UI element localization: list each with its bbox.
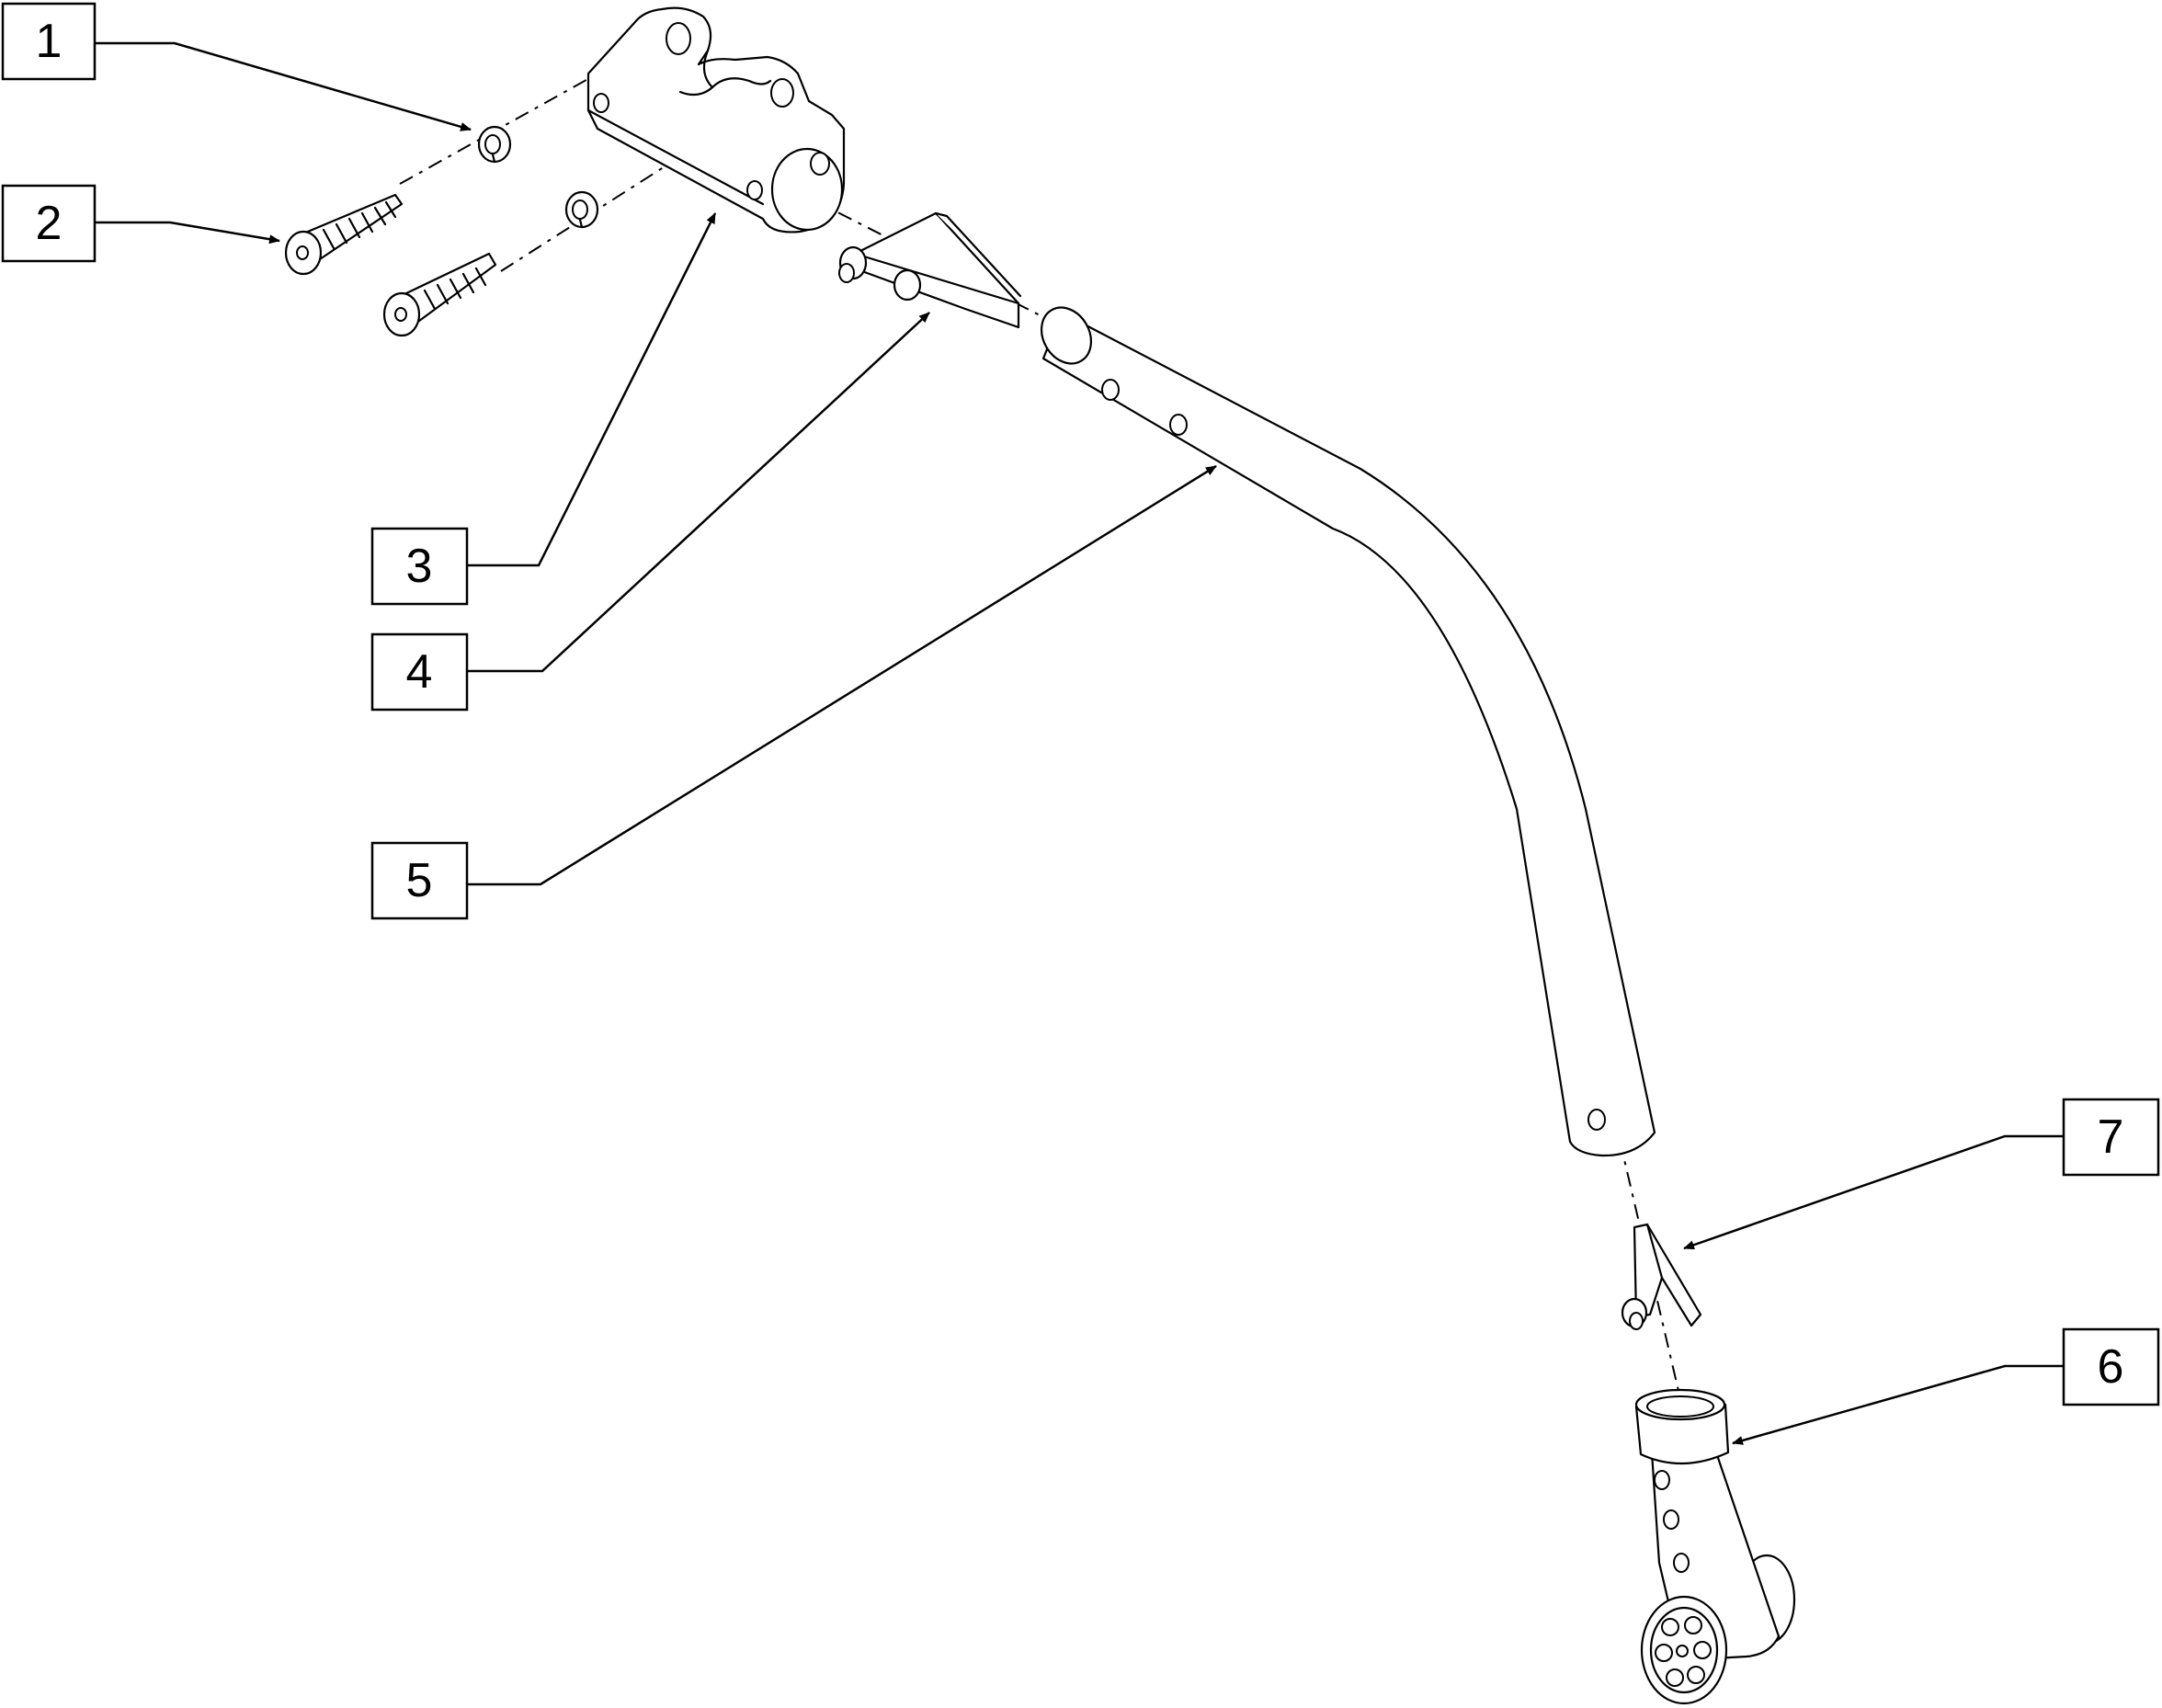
clamp-bracket-part <box>586 6 846 233</box>
leader-4 <box>467 312 930 673</box>
curved-tube-part <box>1040 306 1656 1157</box>
callout-4: 4 <box>370 632 469 712</box>
caster-wheel-part <box>1634 1388 1796 1705</box>
leader-6 <box>1732 1364 2064 1445</box>
leader-3 <box>467 212 717 567</box>
callout-3: 3 <box>370 527 469 606</box>
callout-3-label: 3 <box>406 540 433 593</box>
spring-clip-part-upper <box>838 211 1022 329</box>
leader-2 <box>95 221 280 245</box>
leader-lines <box>95 41 2064 1445</box>
washer-part <box>477 125 599 229</box>
leader-1 <box>95 41 472 131</box>
callout-7-label: 7 <box>2098 1110 2124 1164</box>
screw-part <box>284 193 497 337</box>
callout-1: 1 <box>1 2 97 81</box>
callout-5: 5 <box>370 841 469 920</box>
callout-7: 7 <box>2062 1098 2160 1177</box>
callout-1-label: 1 <box>36 15 63 68</box>
callout-4-label: 4 <box>406 645 433 699</box>
callout-6: 6 <box>2062 1327 2160 1406</box>
leader-7 <box>1683 1134 2064 1250</box>
callout-6-label: 6 <box>2098 1340 2124 1394</box>
spring-clip-part-lower <box>1621 1223 1702 1330</box>
callout-2: 2 <box>1 184 97 263</box>
leader-5 <box>467 464 1217 886</box>
callout-2-label: 2 <box>36 197 63 250</box>
callout-5-label: 5 <box>406 854 433 907</box>
